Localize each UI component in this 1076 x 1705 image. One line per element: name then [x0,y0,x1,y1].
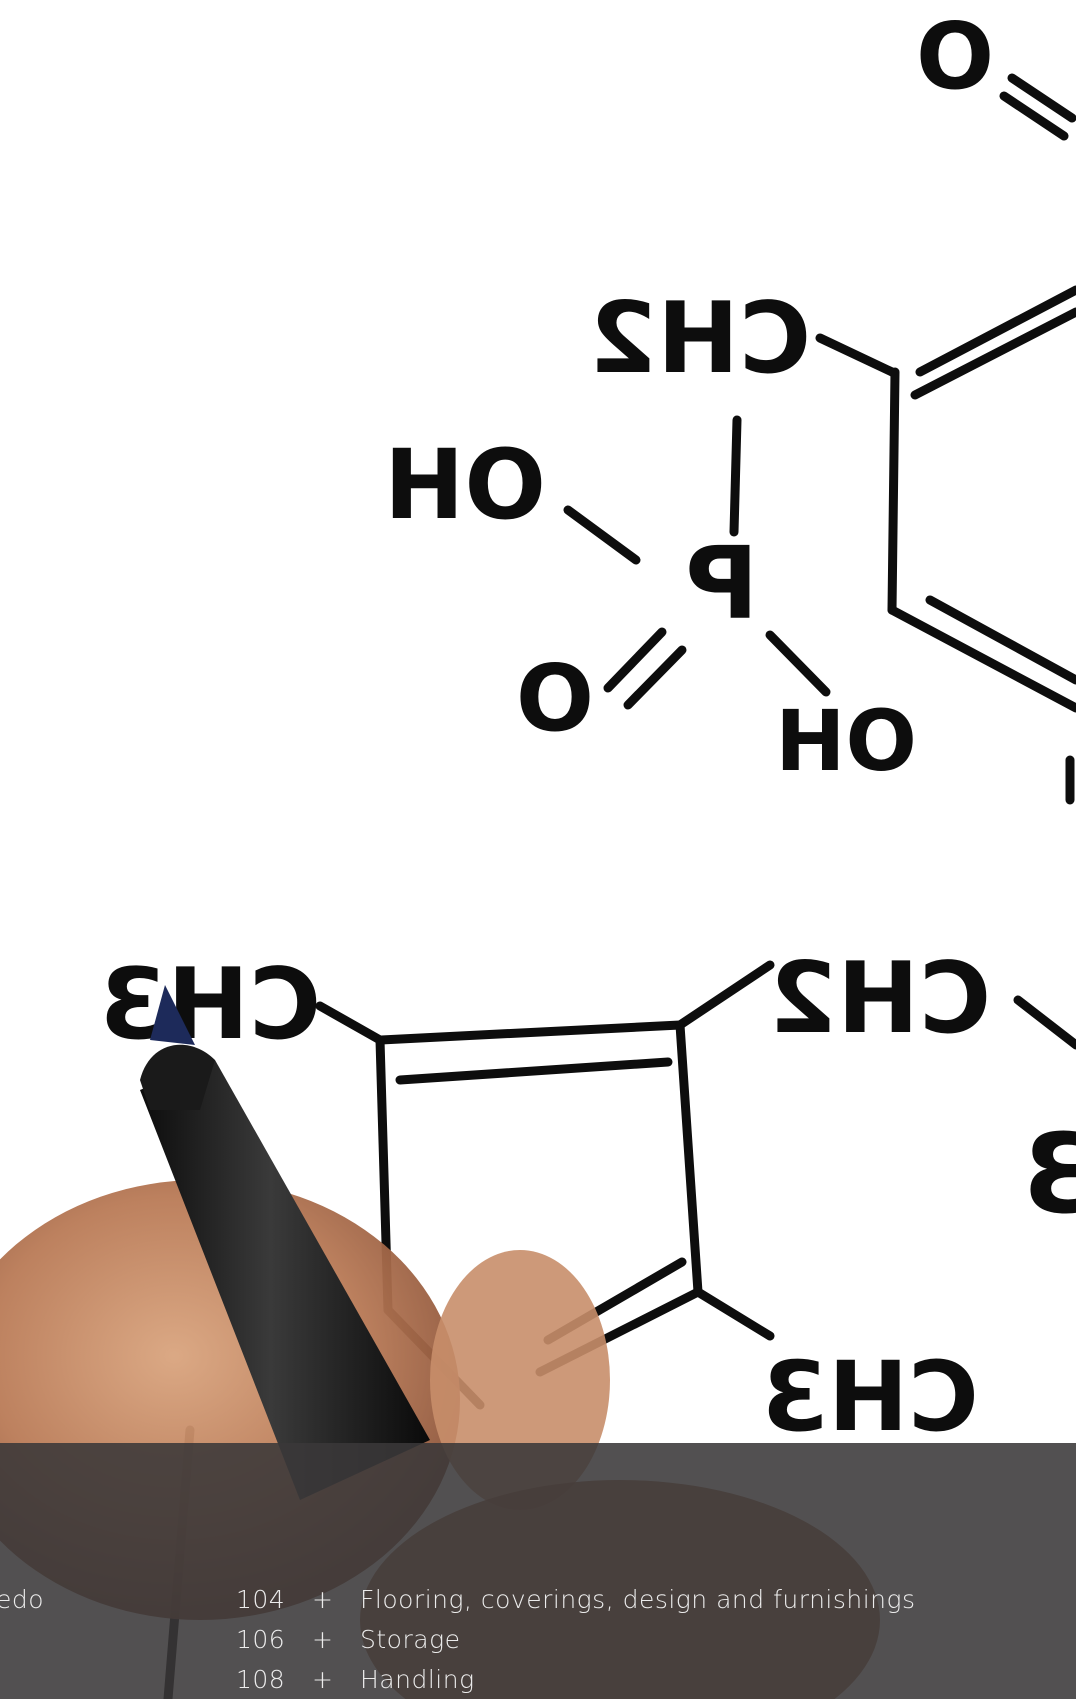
toc-title: Flooring, coverings, design and furnishi… [360,1585,916,1614]
label-three-right: 3 [1022,1110,1076,1238]
toc-page-number: 106 [236,1625,286,1654]
plus-icon: + [312,1585,334,1614]
toc-title: Handling [360,1665,475,1694]
toc-title: Storage [360,1625,461,1654]
toc-page-number: 108 [236,1665,286,1694]
label-ch3-left: CH3 [99,948,321,1062]
label-p-atom: P [685,525,758,642]
table-of-contents-band [0,1443,1076,1699]
toc-page-number: 104 [236,1585,286,1614]
label-o-double: O [516,645,594,752]
plus-icon: + [312,1625,334,1654]
label-ch2-upper: CH2 [589,282,811,396]
label-o-top: O [916,3,994,110]
label-oh-left: OH [384,429,546,541]
plus-icon: + [312,1665,334,1694]
label-ch2-lower: CH2 [769,942,991,1056]
label-oh-bottom: OH [775,692,917,790]
toc-left-fragment: edo [0,1585,45,1614]
label-ch3-lower: CH3 [761,1341,979,1453]
